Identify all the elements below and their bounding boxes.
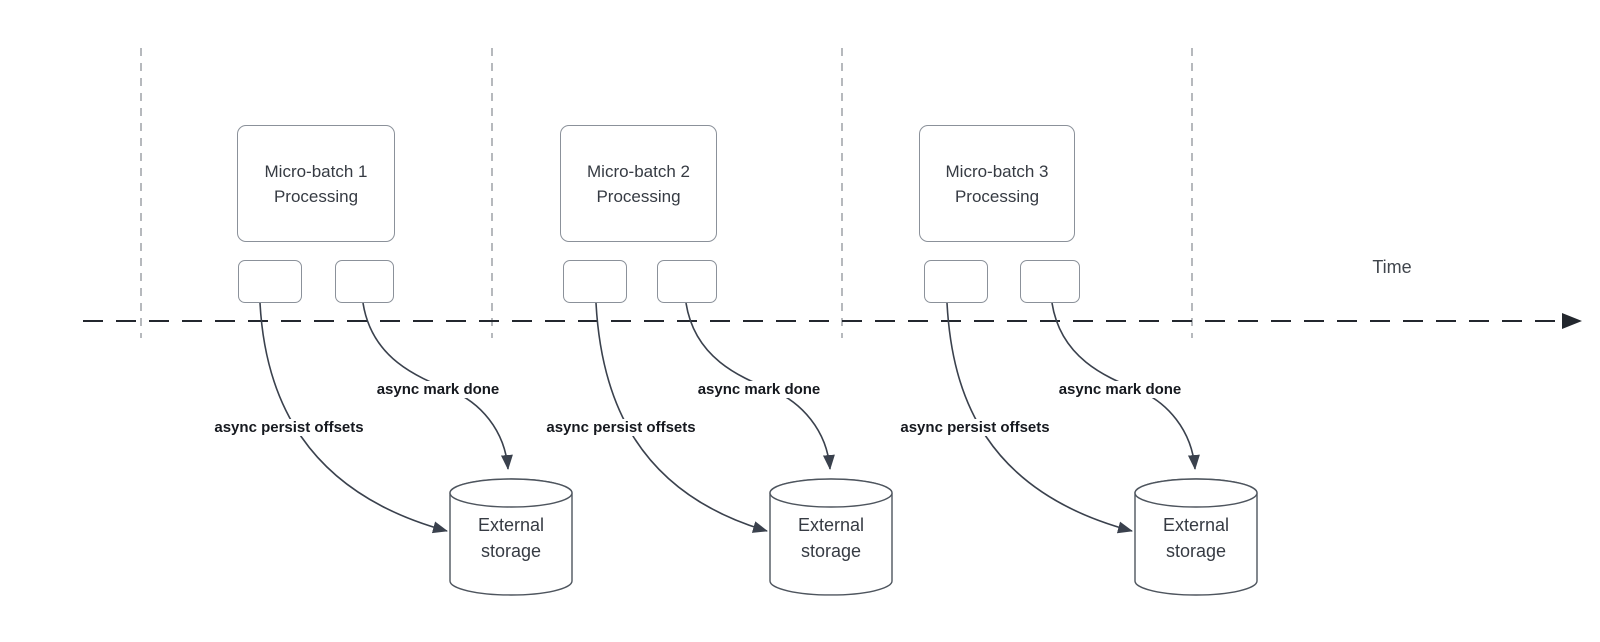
batch-1-mark-done-task-box	[335, 260, 394, 303]
storage-cylinder-1-rim	[449, 478, 573, 508]
persist-offsets-curve-1	[259, 302, 448, 534]
external-storage-3-line1: External	[1162, 515, 1230, 535]
storage-cylinder-3-rim	[1134, 478, 1258, 508]
external-storage-1-label: External storage	[450, 512, 572, 564]
external-storage-2-line1: External	[797, 515, 865, 535]
batch-2-persist-offsets-label: async persist offsets	[521, 419, 721, 436]
external-storage-2-line2: storage	[800, 541, 862, 561]
micro-batch-3-title: Micro-batch 3	[945, 161, 1049, 181]
batch-2-mark-done-label: async mark done	[669, 381, 849, 398]
batch-1-mark-done-label: async mark done	[348, 381, 528, 398]
micro-batch-2-subtitle: Processing	[596, 186, 681, 206]
external-storage-1-line2: storage	[480, 541, 542, 561]
external-storage-3-line2: storage	[1165, 541, 1227, 561]
persist-offsets-curve-2	[595, 302, 768, 533]
external-storage-3-label: External storage	[1135, 512, 1257, 564]
external-storage-1-line1: External	[477, 515, 545, 535]
batch-3-persist-task-box	[924, 260, 988, 303]
micro-batch-3-subtitle: Processing	[954, 186, 1040, 206]
batch-2-persist-task-box	[563, 260, 627, 303]
batch-1-persist-offsets-label: async persist offsets	[189, 419, 389, 436]
batch-3-mark-done-label: async mark done	[1030, 381, 1210, 398]
micro-batch-3-processing-box: Micro-batch 3 Processing	[919, 125, 1075, 242]
time-axis-arrowhead	[1562, 313, 1582, 329]
async-flow-curves	[259, 302, 1200, 534]
micro-batch-2-title: Micro-batch 2	[587, 161, 690, 181]
time-guide-lines	[140, 48, 1193, 338]
micro-batch-1-subtitle: Processing	[273, 186, 359, 206]
micro-batch-1-title: Micro-batch 1	[264, 161, 368, 181]
batch-3-mark-done-task-box	[1020, 260, 1080, 303]
micro-batch-2-processing-box: Micro-batch 2 Processing	[560, 125, 717, 242]
external-storage-2-label: External storage	[770, 512, 892, 564]
time-axis	[83, 313, 1582, 329]
micro-batch-1-processing-box: Micro-batch 1 Processing	[237, 125, 395, 242]
batch-3-persist-offsets-label: async persist offsets	[875, 419, 1075, 436]
time-axis-label: Time	[1372, 257, 1412, 277]
storage-cylinder-2-rim	[769, 478, 893, 508]
persist-offsets-curve-3	[946, 302, 1133, 534]
batch-2-mark-done-task-box	[657, 260, 717, 303]
batch-1-persist-task-box	[238, 260, 302, 303]
storage-cylinders	[449, 478, 1258, 596]
